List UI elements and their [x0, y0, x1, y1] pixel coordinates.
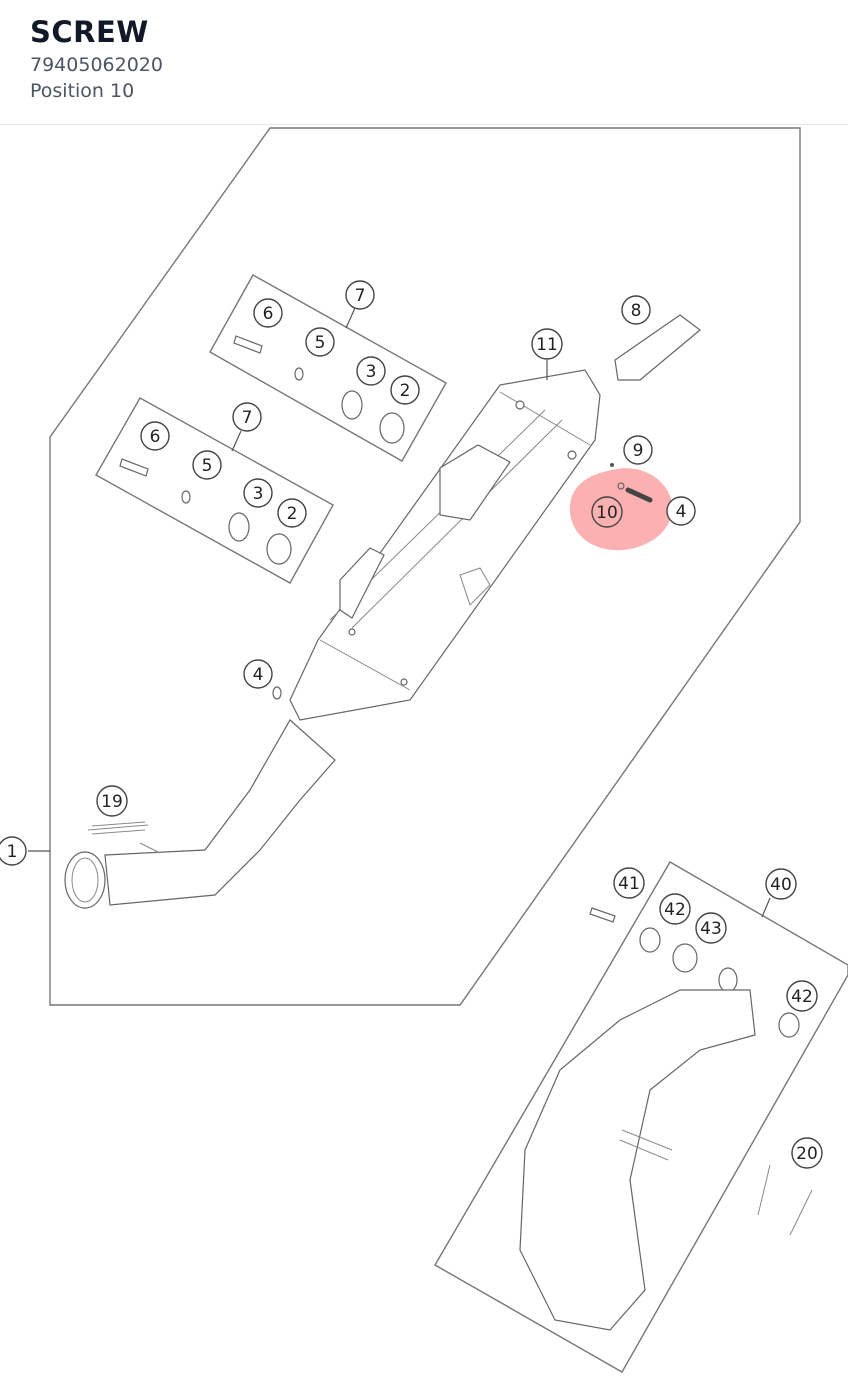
leader-lines	[28, 307, 771, 918]
header-pipe-parts	[519, 907, 813, 1331]
callout-7[interactable]: 7	[345, 280, 375, 310]
callout-label: 9	[633, 441, 644, 461]
callout-label: 4	[253, 665, 264, 685]
callout-circle	[96, 785, 128, 817]
callout-circle	[613, 867, 645, 899]
callout-label: 6	[150, 427, 161, 447]
bracket-kit-upper-parts	[233, 335, 405, 444]
callout-label: 6	[263, 304, 274, 324]
callout-label: 42	[664, 900, 686, 920]
callout-circle	[621, 295, 651, 325]
callout-label: 20	[796, 1144, 818, 1164]
callout-1[interactable]: 1	[0, 836, 27, 866]
screw-10-graphic	[610, 463, 653, 503]
callout-8[interactable]: 8	[621, 295, 651, 325]
callout-label: 40	[770, 875, 792, 895]
callout-19[interactable]: 19	[96, 785, 128, 817]
callout-circle	[0, 836, 27, 866]
part-position: Position 10	[30, 80, 135, 102]
callout-label: 2	[287, 504, 298, 524]
callout-circle	[695, 912, 727, 944]
callout-6[interactable]: 6	[140, 421, 170, 451]
callout-4[interactable]: 4	[243, 659, 273, 689]
callout-label: 11	[536, 335, 558, 355]
callout-5[interactable]: 5	[192, 450, 222, 480]
callout-43[interactable]: 43	[695, 912, 727, 944]
callout-circle	[305, 327, 335, 357]
part-header: SCREW 79405062020 Position 10	[0, 0, 848, 125]
callout-label: 43	[700, 919, 722, 939]
callout-3[interactable]: 3	[356, 356, 386, 386]
callout-circle	[140, 421, 170, 451]
callout-circle	[253, 298, 283, 328]
callout-2[interactable]: 2	[277, 498, 307, 528]
callout-label: 5	[315, 333, 326, 353]
callout-circle	[192, 450, 222, 480]
callout-40[interactable]: 40	[765, 868, 797, 900]
mid-pipe	[64, 719, 336, 909]
callout-6[interactable]: 6	[253, 298, 283, 328]
callout-label: 7	[355, 286, 366, 306]
callout-label: 19	[101, 792, 123, 812]
spring-clip	[139, 842, 161, 854]
callout-label: 8	[631, 301, 642, 321]
callout-circle	[277, 498, 307, 528]
o-ring	[272, 686, 282, 700]
callout-circle	[390, 375, 420, 405]
bracket-kit-upper-outline	[209, 274, 447, 462]
callout-9[interactable]: 9	[623, 435, 653, 465]
header-pipe-group-outline	[434, 861, 848, 1373]
callout-circle	[666, 496, 696, 526]
callout-circle	[659, 893, 691, 925]
callout-group: 1 7 6 5 3 2 7 6 5 3 2 8 11 9 10 4 4 19 41 40 42 43 42 20	[0, 280, 823, 1169]
callout-label: 41	[618, 874, 640, 894]
callout-label: 5	[202, 456, 213, 476]
spring-19	[87, 821, 149, 835]
callout-5[interactable]: 5	[305, 327, 335, 357]
callout-circle	[356, 356, 386, 386]
callout-label: 3	[366, 362, 377, 382]
callout-4[interactable]: 4	[666, 496, 696, 526]
callout-label: 7	[242, 408, 253, 428]
callout-circle	[243, 659, 273, 689]
callout-11[interactable]: 11	[531, 328, 563, 360]
main-assembly-outline	[49, 127, 801, 1006]
callout-label: 4	[676, 502, 687, 522]
callout-42[interactable]: 42	[659, 893, 691, 925]
bracket-kit-lower-parts	[119, 458, 292, 565]
callout-7[interactable]: 7	[232, 402, 262, 432]
callout-circle	[786, 980, 818, 1012]
callout-10[interactable]: 10	[591, 496, 623, 528]
highlight-blob	[569, 468, 673, 551]
callout-41[interactable]: 41	[613, 867, 645, 899]
callout-label: 1	[7, 842, 18, 862]
callout-20[interactable]: 20	[791, 1137, 823, 1169]
tail-insert	[614, 314, 701, 381]
callout-label: 10	[596, 503, 618, 523]
silencer	[289, 369, 601, 721]
callout-circle	[623, 435, 653, 465]
callout-circle	[345, 280, 375, 310]
callout-circle	[531, 328, 563, 360]
bracket-kit-lower-outline	[95, 397, 334, 584]
part-title: SCREW	[30, 15, 149, 49]
callout-circle	[232, 402, 262, 432]
part-number: 79405062020	[30, 54, 163, 76]
callout-circle	[591, 496, 623, 528]
callout-label: 3	[253, 484, 264, 504]
callout-circle	[243, 478, 273, 508]
callout-label: 42	[791, 987, 813, 1007]
callout-circle	[765, 868, 797, 900]
callout-3[interactable]: 3	[243, 478, 273, 508]
callout-2[interactable]: 2	[390, 375, 420, 405]
callout-circle	[791, 1137, 823, 1169]
callout-42[interactable]: 42	[786, 980, 818, 1012]
callout-label: 2	[400, 381, 411, 401]
